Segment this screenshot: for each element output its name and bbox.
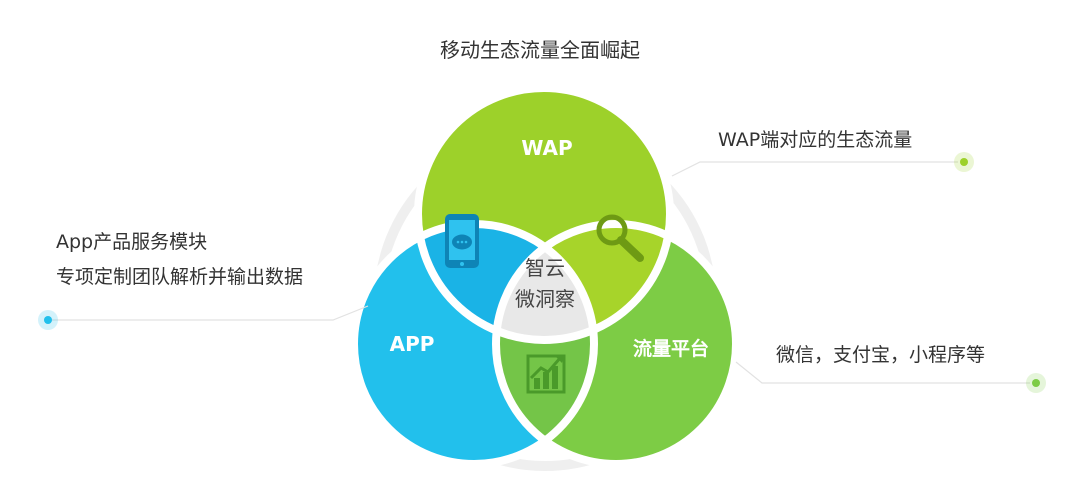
traffic-endpoint-dot [1026,373,1046,393]
wap-endpoint-dot [954,152,974,172]
wap-note: WAP端对应的生态流量 [718,129,913,151]
app-connector [52,305,369,321]
center-label-line1: 智云 [525,256,565,280]
center-region [496,224,594,340]
mobile-chat-icon [445,214,479,268]
app-note-line2: 专项定制团队解析并输出数据 [56,266,304,288]
bar-chart-icon [526,354,566,394]
wap-outline [414,84,674,344]
app-endpoint-dot [38,310,58,330]
traffic-connector [735,361,1030,384]
center-label-line2: 微洞察 [515,287,575,311]
app-label: APP [390,332,435,356]
traffic-label: 流量平台 [633,337,709,360]
traffic-note: 微信，支付宝，小程序等 [776,344,986,366]
app-note-line1: App产品服务模块 [56,231,208,253]
magnifier-icon [596,214,644,262]
traffic-outline [492,220,740,468]
wap-label: WAP [521,136,572,160]
diagram-title: 移动生态流量全面崛起 [440,38,640,62]
wap-connector [671,161,958,177]
